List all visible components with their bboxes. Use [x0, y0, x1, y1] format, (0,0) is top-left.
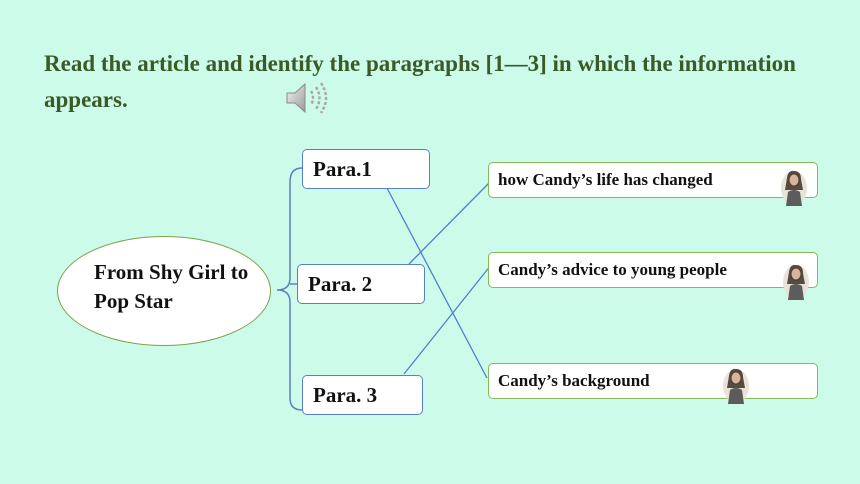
- para-box-3[interactable]: Para. 3: [302, 375, 423, 415]
- central-topic-ellipse: [57, 236, 271, 346]
- candy-photo: [781, 170, 807, 206]
- info-box-life-changed[interactable]: how Candy’s life has changed: [488, 162, 818, 198]
- info-text: how Candy’s life has changed: [498, 170, 713, 189]
- match-line-para1: [386, 187, 488, 379]
- para-box-1[interactable]: Para.1: [302, 149, 430, 189]
- info-box-background[interactable]: Candy’s background: [488, 363, 818, 399]
- info-text: Candy’s advice to young people: [498, 260, 727, 279]
- match-line-para3: [403, 264, 492, 375]
- central-topic-text: From Shy Girl to Pop Star: [94, 260, 249, 313]
- candy-photo: [723, 368, 749, 404]
- para-label: Para.1: [313, 156, 372, 181]
- instruction-text: Read the article and identify the paragr…: [44, 51, 796, 112]
- match-line-para2: [408, 181, 491, 265]
- brace-line: [276, 167, 303, 411]
- para-box-2[interactable]: Para. 2: [297, 264, 425, 304]
- para-label: Para. 2: [308, 271, 373, 296]
- para-label: Para. 3: [313, 382, 378, 407]
- info-text: Candy’s background: [498, 371, 650, 390]
- candy-photo: [783, 264, 809, 300]
- speaker-icon[interactable]: [283, 80, 333, 116]
- info-box-advice[interactable]: Candy’s advice to young people: [488, 252, 818, 288]
